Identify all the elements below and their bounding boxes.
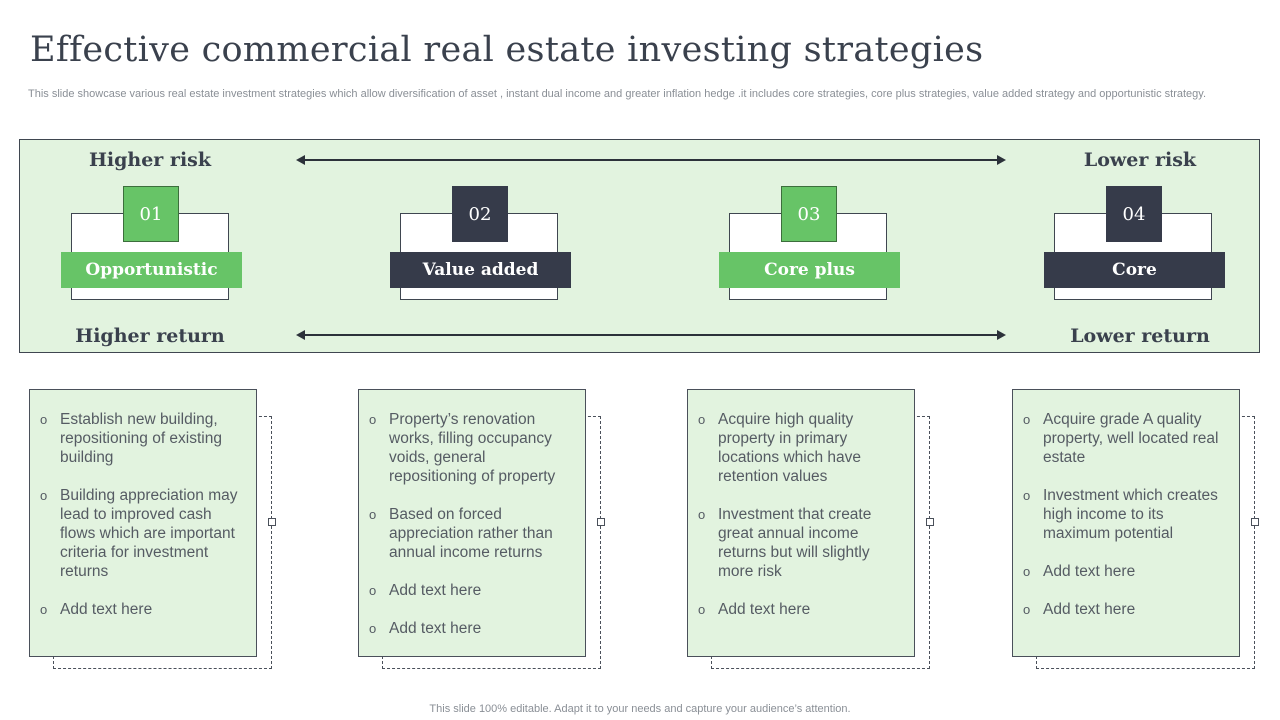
- stage-label: Value added: [390, 252, 571, 288]
- card-panel: Property’s renovation works, filling occ…: [358, 389, 586, 657]
- list-item: Building appreciation may lead to improv…: [40, 486, 244, 581]
- connector-nub: [597, 518, 605, 526]
- page-subtitle: This slide showcase various real estate …: [28, 88, 1207, 100]
- list-item: Investment that create great annual inco…: [698, 505, 902, 581]
- list-item: Add text here: [369, 581, 573, 600]
- card-opportunistic: Establish new building, repositioning of…: [29, 389, 276, 671]
- risk-double-arrow: [296, 155, 1006, 165]
- bullet-list: Acquire high quality property in primary…: [688, 390, 914, 619]
- card-panel: Establish new building, repositioning of…: [29, 389, 257, 657]
- lower-return-label: Lower return: [1070, 325, 1210, 347]
- list-item: Acquire high quality property in primary…: [698, 410, 902, 486]
- card-panel: Acquire grade A quality property, well l…: [1012, 389, 1240, 657]
- list-item: Acquire grade A quality property, well l…: [1023, 410, 1227, 467]
- card-panel: Acquire high quality property in primary…: [687, 389, 915, 657]
- stage-label: Core: [1044, 252, 1225, 288]
- connector-nub: [926, 518, 934, 526]
- list-item: Investment which creates high income to …: [1023, 486, 1227, 543]
- card-value-added: Property’s renovation works, filling occ…: [358, 389, 605, 671]
- footer-note: This slide 100% editable. Adapt it to yo…: [429, 703, 851, 715]
- stage-core: 04 Core: [1044, 186, 1225, 301]
- higher-return-label: Higher return: [75, 325, 225, 347]
- stage-number: 04: [1106, 186, 1162, 242]
- list-item: Add text here: [698, 600, 902, 619]
- page-title: Effective commercial real estate investi…: [30, 30, 984, 70]
- stage-core-plus: 03 Core plus: [719, 186, 900, 301]
- list-item: Based on forced appreciation rather than…: [369, 505, 573, 562]
- list-item: Add text here: [1023, 562, 1227, 581]
- stage-number: 01: [123, 186, 179, 242]
- stage-opportunistic: 01 Opportunistic: [61, 186, 242, 301]
- stage-value-added: 02 Value added: [390, 186, 571, 301]
- stage-number: 03: [781, 186, 837, 242]
- list-item: Add text here: [369, 619, 573, 638]
- card-core-plus: Acquire high quality property in primary…: [687, 389, 934, 671]
- connector-nub: [268, 518, 276, 526]
- list-item: Property’s renovation works, filling occ…: [369, 410, 573, 486]
- stage-label: Core plus: [719, 252, 900, 288]
- list-item: Add text here: [1023, 600, 1227, 619]
- lower-risk-label: Lower risk: [1083, 149, 1197, 171]
- bullet-list: Property’s renovation works, filling occ…: [359, 390, 585, 638]
- card-core: Acquire grade A quality property, well l…: [1012, 389, 1259, 671]
- list-item: Establish new building, repositioning of…: [40, 410, 244, 467]
- return-double-arrow: [296, 330, 1006, 340]
- higher-risk-label: Higher risk: [88, 149, 212, 171]
- stage-number: 02: [452, 186, 508, 242]
- list-item: Add text here: [40, 600, 244, 619]
- stage-label: Opportunistic: [61, 252, 242, 288]
- bullet-list: Establish new building, repositioning of…: [30, 390, 256, 619]
- connector-nub: [1251, 518, 1259, 526]
- bullet-list: Acquire grade A quality property, well l…: [1013, 390, 1239, 619]
